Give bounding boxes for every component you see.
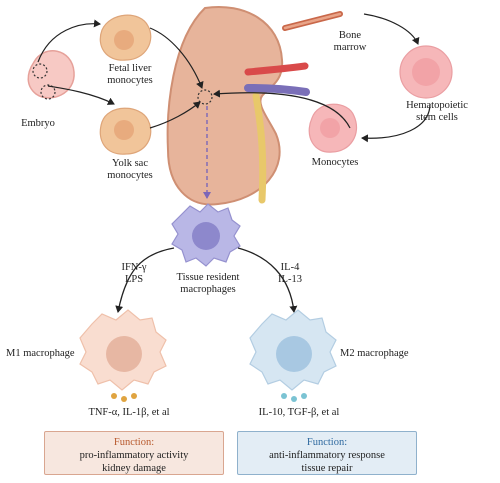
m1-function-line2: kidney damage [102,463,166,474]
ureter [252,92,267,204]
yolk-sac-label-line2: monocytes [107,170,153,181]
fetal-liver-label-line1: Fetal liver [108,63,152,74]
m2-function-line2: tissue repair [301,463,353,474]
il4-label: IL-4 [280,262,300,273]
trm-label-line2: macrophages [180,284,236,295]
fetal-liver-label-line2: monocytes [107,75,153,86]
hsc-label: Hematopoietic stem cells [392,100,482,124]
m1-function-title: Function: [113,437,155,448]
m2-function-title: Function: [306,437,348,448]
arrow-trm-to-m1 [115,247,175,313]
yolk-sac-label-line1: Yolk sac [112,158,148,169]
renal-artery [244,62,309,76]
arrow-trm-to-m2 [237,247,298,313]
m1-stimuli-label: IFN-γ LPS [112,262,156,286]
trm-label: Tissue resident macrophages [168,272,248,296]
m1-label: M1 macrophage [6,348,75,359]
il13-label: IL-13 [278,274,302,285]
arrow-embryo-to-fetal-liver [37,19,101,63]
arrow-hsc-to-monocytes [361,103,431,143]
yolk-sac-monocyte-cell [99,107,152,155]
m1-cytokine-dot [121,396,127,402]
m2-cytokine-dot [301,393,307,399]
m2-function-box: Function: anti-inflammatory response tis… [237,431,417,475]
arrow-embryo-to-yolk-sac [47,85,115,105]
yolk-sac-label: Yolk sac monocytes [100,158,160,182]
bone-marrow-label-line2: marrow [333,42,367,53]
m1-cytokines-label: TNF-α, IL-1β, et al [88,407,170,418]
m2-function-line1: anti-inflammatory response [269,450,385,461]
fetal-liver-label: Fetal liver monocytes [100,63,160,87]
embryo-icon [27,50,75,100]
bone-icon [282,11,343,31]
hsc-label-line1: Hematopoietic [406,100,468,111]
m2-cytokines-label: IL-10, TGF-β, et al [258,407,340,418]
m1-function-line1: pro-inflammatory activity [79,450,189,461]
m1-macrophage-cell [79,309,167,402]
ifn-gamma-label: IFN-γ [121,262,147,273]
m1-function-box: Function: pro-inflammatory activity kidn… [44,431,224,475]
arrow-monocytes-to-kidney [213,89,351,129]
kidney-entry-site [197,89,213,105]
renal-vein [244,84,310,96]
hsc-label-line2: stem cells [416,112,458,123]
monocyte-cell [308,103,358,153]
m2-cytokine-dot [281,393,287,399]
arrow-bone-marrow-to-hsc [363,13,420,45]
hematopoietic-stem-cell [399,45,453,99]
m1-cytokine-dot [131,393,137,399]
lps-label: LPS [124,274,144,285]
bone-marrow-label-line1: Bone [338,30,362,41]
fetal-liver-monocyte-cell [99,14,152,61]
m2-label: M2 macrophage [340,348,409,359]
m2-stimuli-label: IL-4 IL-13 [270,262,310,286]
m1-cytokine-dot [111,393,117,399]
tissue-resident-macrophage-cell [171,203,241,267]
kidney-illustration [166,6,310,206]
embryo-site-lower [40,84,56,100]
arrow-fetal-liver-to-kidney [149,27,204,89]
trm-label-line1: Tissue resident [176,272,240,283]
embryo-site-upper [32,63,48,79]
monocytes-label: Monocytes [311,157,359,168]
arrow-yolk-sac-to-kidney [149,101,201,129]
m2-cytokine-dot [291,396,297,402]
m2-macrophage-cell [249,309,337,402]
bone-marrow-label: Bone marrow [325,30,375,54]
embryo-label: Embryo [21,118,55,129]
